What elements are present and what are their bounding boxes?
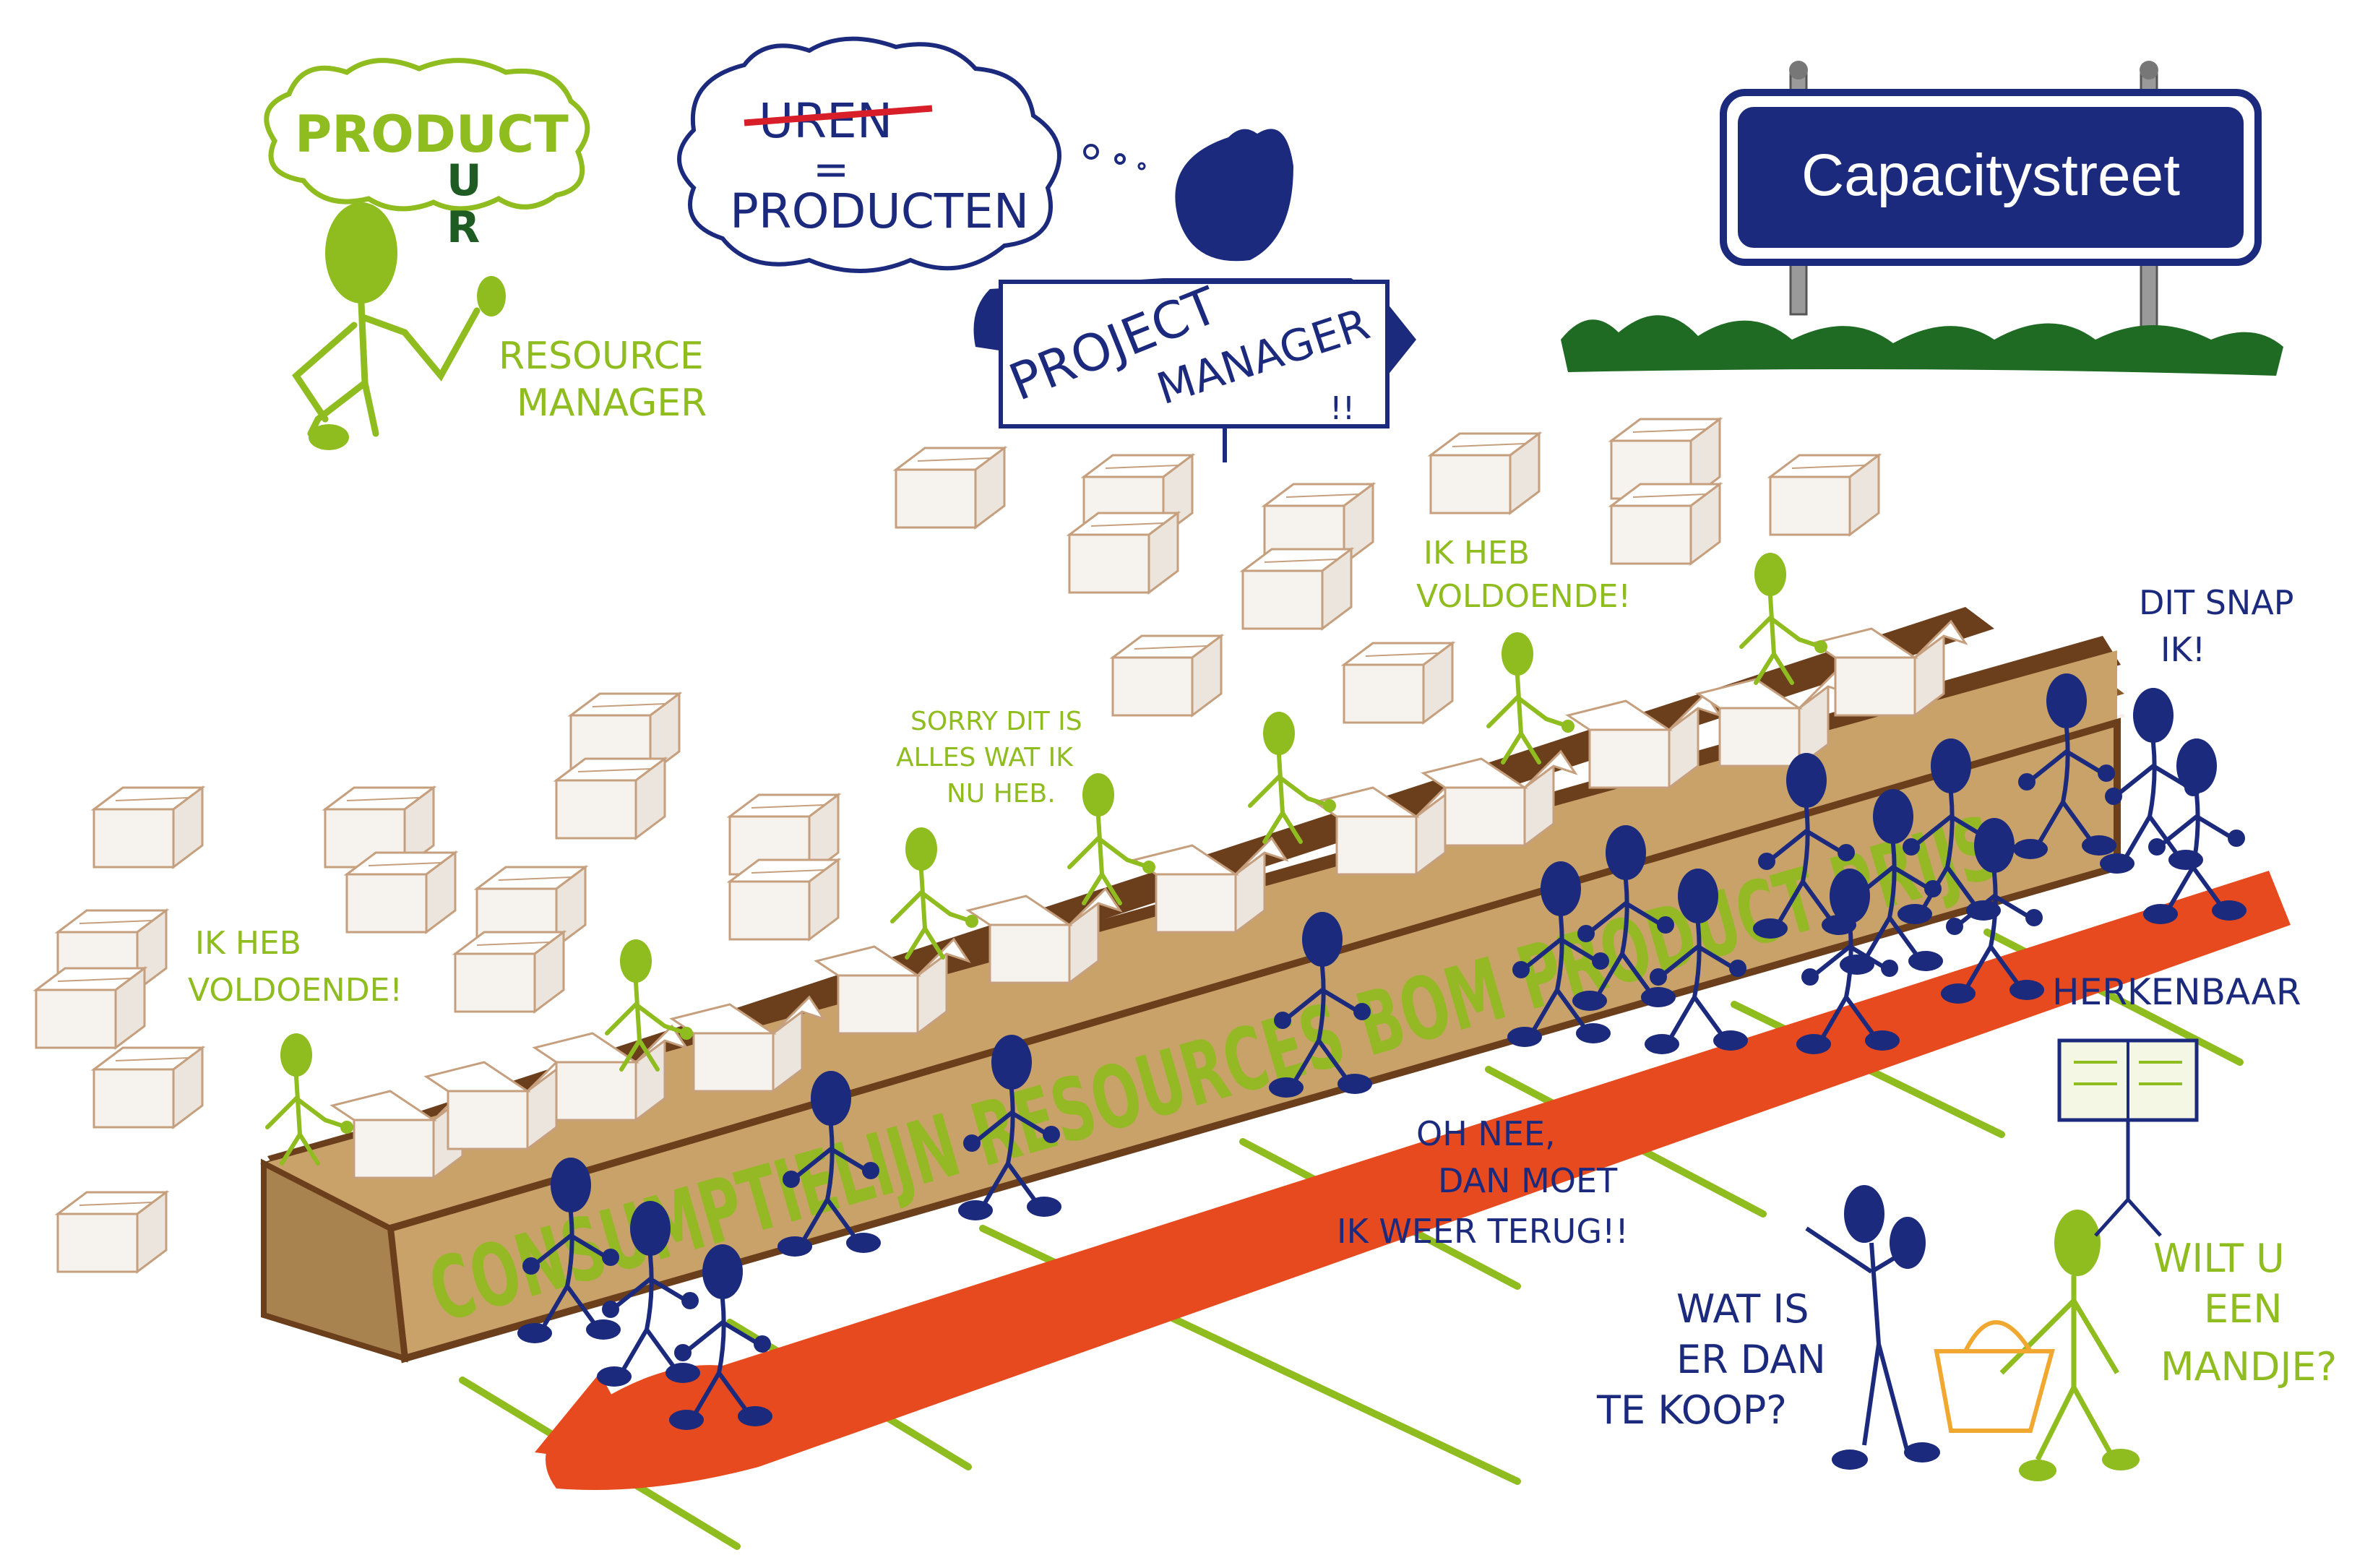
resource-cloud-icon [264,58,590,212]
ik-heb-top-line2: VOLDOENDE! [1416,578,1631,615]
resource-cloud-letter-u: U [447,155,482,206]
project-manager-head-icon [1175,129,1293,262]
basket-offerer [1934,1210,2140,1481]
thought-result-word: PRODUCTEN [730,184,1029,239]
ik-heb-top-line1: IK HEB [1423,535,1530,572]
resource-manager: PRODUCT U R RESOURCE MANAGER [264,58,707,450]
resource-cloud-letter-r: R [447,202,480,253]
box-icon [56,1191,168,1273]
oh-nee-line2: DAN MOET [1438,1161,1618,1200]
box-icon [1111,634,1223,717]
wilt-u-line3: MANDJE? [2161,1344,2337,1390]
box-icon [1769,454,1880,536]
box-icon [728,858,840,941]
dit-snap-line1: DIT SNAP [2139,583,2294,622]
sorry-line2: ALLES WAT IK [896,743,1074,772]
wat-is-line3: TE KOOP? [1596,1387,1787,1433]
speech-texts: IK HEB VOLDOENDE! IK HEB VOLDOENDE! SORR… [188,535,2337,1433]
herkenbaar-text: HERKENBAAR [2052,971,2301,1013]
dit-snap-line2: IK! [2161,630,2205,669]
customer-asking [1805,1185,1940,1470]
box-icon [345,851,457,934]
grass-icon [1561,315,2283,376]
box-icon [1429,432,1541,514]
box-icon [454,931,565,1013]
street-sign-text: Capacitystreet [1801,142,2180,208]
project-manager-sign-board [999,280,1390,428]
wat-is-line1: WAT IS [1676,1286,1809,1332]
resource-manager-caption-line1: RESOURCE [499,335,704,378]
thought-cloud-icon [677,36,1061,273]
box-icon [1241,548,1353,630]
music-stand-icon [2057,1038,2199,1237]
return-arrow-icon [546,871,2291,1490]
basket-icon [1934,1349,2055,1433]
box-icon [1610,483,1721,565]
thought-cloud: UREN = PRODUCTEN [677,36,1146,273]
thought-equals: = [813,145,849,195]
resource-cloud-word: PRODUCT [295,105,569,164]
box-icon [92,786,204,869]
oh-nee-line1: OH NEE, [1416,1114,1556,1153]
box-icon [1343,642,1454,724]
box-icon [555,757,666,840]
box-icon [35,967,146,1049]
street-sign: Capacitystreet [1561,61,2283,376]
box-icon [895,447,1006,529]
pm-sign-mark: !! [1330,390,1355,427]
strike-line [744,105,933,126]
wilt-u-line2: EEN [2204,1286,2283,1332]
ik-heb-left-line1: IK HEB [195,925,301,962]
box-icon [1068,512,1179,594]
oh-nee-line3: IK WEER TERUG!! [1337,1212,1629,1251]
resource-manager-caption-line2: MANAGER [517,382,707,425]
sorry-line3: NU HEB. [947,779,1056,809]
box-icon [92,1046,204,1129]
ik-heb-left-line2: VOLDOENDE! [188,972,402,1009]
manager-head-icon [325,202,397,303]
wilt-u-line1: WILT U [2153,1236,2285,1281]
sorry-line1: SORRY DIT IS [910,707,1082,736]
wat-is-line2: ER DAN [1676,1337,1826,1382]
project-manager: PROJECT MANAGER !! [973,129,1416,462]
